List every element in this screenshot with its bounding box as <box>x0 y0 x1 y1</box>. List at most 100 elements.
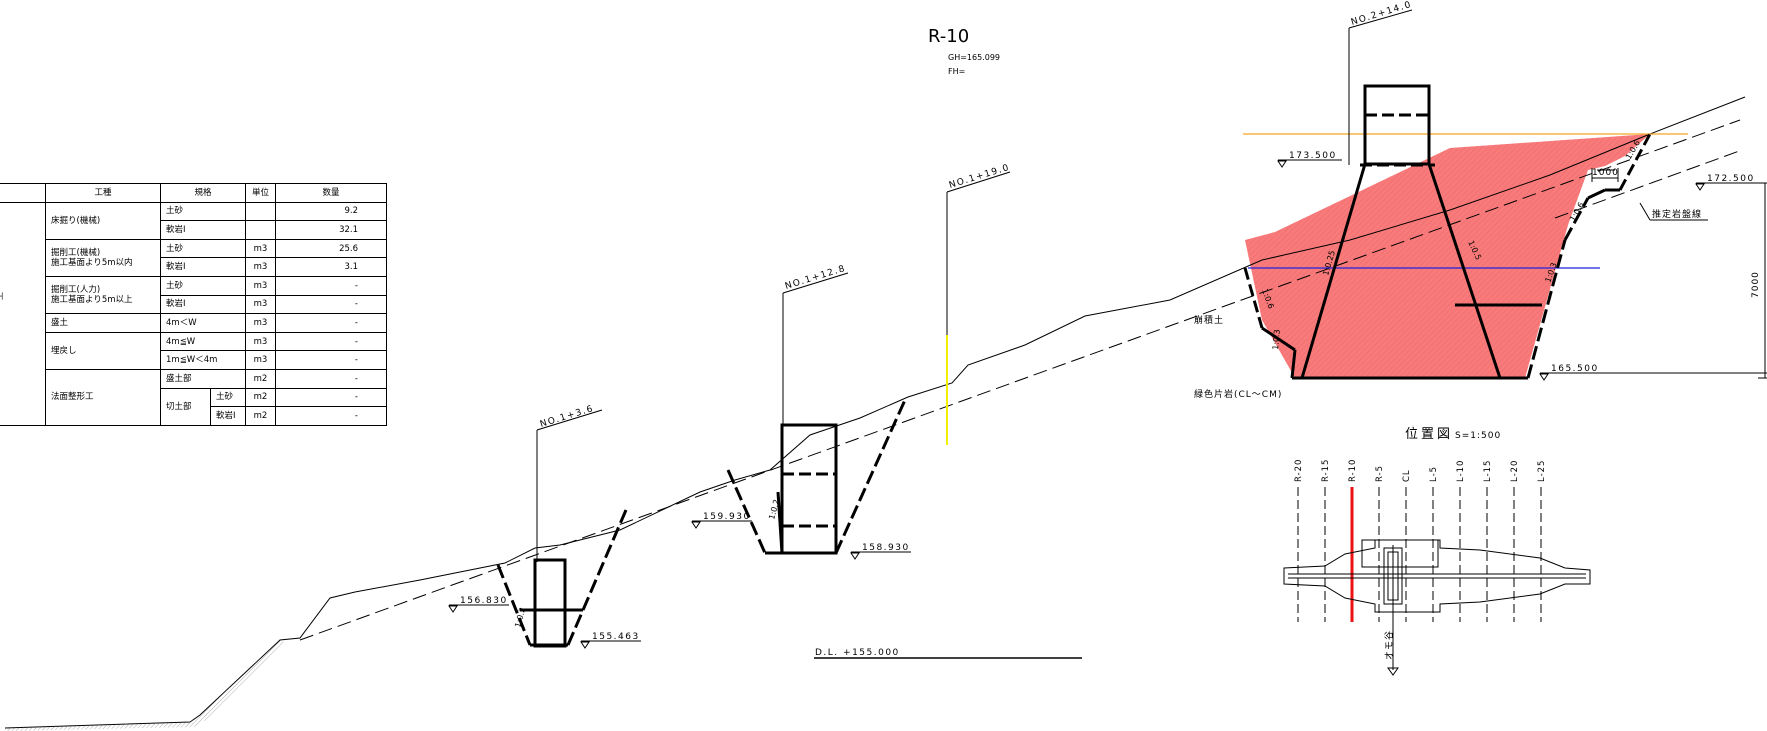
cell-spec: 土砂 <box>160 275 246 296</box>
cell-spec: 盛土部 <box>160 368 246 389</box>
colluvium-label: 崩積土 <box>1194 314 1224 326</box>
svg-text:173.500: 173.500 <box>1289 151 1337 161</box>
cell-qty: 3.1 <box>275 257 387 277</box>
svg-text:D.L. +155.000: D.L. +155.000 <box>815 648 900 658</box>
table-row: 軟岩I m3 3.1 <box>0 257 387 277</box>
finish-height: FH= <box>948 67 965 76</box>
cell-qty: - <box>275 387 387 408</box>
cell-qty: - <box>275 331 387 352</box>
table-row: 床掘り(機械) 土砂 9.2 <box>0 201 387 426</box>
map-line-label-r-5: R-5 <box>1375 465 1385 482</box>
table-row: 盛土 4m＜W m3 - <box>0 313 387 333</box>
cell-name: 掘削工(人力)施工基面より5m以上 <box>45 275 161 315</box>
cell-spec: 4m≦W <box>160 331 246 352</box>
map-line-label-l-10: L-10 <box>1456 460 1466 482</box>
cell-unit: m3 <box>245 313 276 333</box>
cell-qty: - <box>275 350 387 370</box>
elev-159-930: 159.930 <box>691 512 752 529</box>
ground-surface-line <box>4 96 1746 729</box>
ground-hatch <box>5 640 286 731</box>
dimension-7000: 7000 <box>1751 182 1767 379</box>
ground-height: GH=165.099 <box>948 53 1000 62</box>
cell-spec: 切土部 <box>160 387 211 426</box>
cell-spec: 土砂 <box>160 238 246 259</box>
location-map-scale: S=1:500 <box>1455 431 1501 441</box>
map-line-label-l-5: L-5 <box>1429 466 1439 482</box>
th-spec: 規格 <box>160 183 246 203</box>
cell-unit: m3 <box>245 275 276 296</box>
station-label-3: NO.1+19.0 <box>948 163 1011 191</box>
cell-unit: m3 <box>245 331 276 352</box>
axis-label: オモ谷 <box>1384 630 1395 660</box>
svg-text:155.463: 155.463 <box>592 632 640 642</box>
svg-text:7000: 7000 <box>1751 271 1761 298</box>
svg-text:172.500: 172.500 <box>1707 174 1755 184</box>
pier-2 <box>726 272 907 555</box>
cell-unit: m3 <box>245 257 276 277</box>
cell-spec: 1m≦W＜4m <box>160 350 246 370</box>
cell-qty: 32.1 <box>275 220 387 240</box>
cell-spec: 軟岩I <box>160 294 246 315</box>
cell-unit: m3 <box>245 350 276 370</box>
map-line-label-r-20: R-20 <box>1294 459 1304 482</box>
cell-unit: m2 <box>245 387 276 408</box>
svg-text:165.500: 165.500 <box>1551 364 1599 374</box>
cell-name: 法面整形工 <box>45 368 161 426</box>
table-side-cell <box>0 201 46 426</box>
table-header-row: 工種 規格 単位 数量 <box>0 183 387 203</box>
table-row: 掘削工(人力)施工基面より5m以上 土砂 m3 - <box>0 275 387 315</box>
elev-156-830: 156.830 <box>448 596 509 613</box>
th-unit: 単位 <box>245 183 276 203</box>
cell-sub: 軟岩I <box>210 406 246 426</box>
table-row: 掘削工(機械)施工基面より5m以内 土砂 m3 25.6 <box>0 238 387 277</box>
rock-line <box>299 119 1741 641</box>
pier-3 <box>1243 9 1652 380</box>
section-title: R-10 <box>928 26 969 47</box>
elev-158-930: 158.930 <box>850 543 911 560</box>
schist-label: 緑色片岩(CL～CM) <box>1194 388 1282 400</box>
cell-qty: - <box>275 406 387 426</box>
table-row: 軟岩I m2 - <box>0 406 387 426</box>
map-line-label-r-15: R-15 <box>1321 459 1331 482</box>
cell-name: 埋戻し <box>45 331 161 370</box>
cell-unit: m2 <box>245 368 276 389</box>
map-line-label-cl: CL <box>1402 469 1412 482</box>
cell-unit <box>245 220 276 240</box>
rock-line-label: 推定岩盤線 <box>1639 202 1708 221</box>
cell-qty: - <box>275 294 387 315</box>
cell-qty: 25.6 <box>275 238 387 259</box>
cell-unit: m3 <box>245 238 276 259</box>
cell-unit: m2 <box>245 406 276 426</box>
cell-sub: 土砂 <box>210 387 246 408</box>
elev-173-500: 173.500 <box>1277 151 1342 168</box>
dimension-1000: 1000 <box>1591 168 1619 182</box>
cell-unit <box>245 201 276 222</box>
elev-155-463: 155.463 <box>580 632 641 649</box>
cell-name: 掘削工(機械)施工基面より5m以内 <box>45 238 161 277</box>
cell-unit: m3 <box>245 294 276 315</box>
cell-qty: - <box>275 313 387 333</box>
svg-text:1000: 1000 <box>1592 168 1619 178</box>
cell-qty: - <box>275 368 387 389</box>
station-label-2: NO.1+12.8 <box>784 264 847 292</box>
elevation-marks: 155.463 156.830 158.930 159.930 165.500 … <box>448 151 1767 649</box>
table-corner <box>0 183 46 203</box>
station-label-1: NO.1+3.6 <box>539 404 595 430</box>
table-row: 埋戻し 4m≦W m3 - <box>0 331 387 370</box>
cell-spec: 軟岩I <box>160 257 246 277</box>
map-line-label-r-10: R-10 <box>1348 459 1358 482</box>
table-row: 1m≦W＜4m m3 - <box>0 350 387 370</box>
cell-name: 盛土 <box>45 313 161 333</box>
cell-spec: 土砂 <box>160 201 246 222</box>
station-3-leader <box>946 171 1011 335</box>
svg-text:156.830: 156.830 <box>460 596 508 606</box>
map-line-label-l-20: L-20 <box>1510 460 1520 482</box>
map-line-label-l-15: L-15 <box>1483 460 1493 482</box>
svg-text:推定岩盤線: 推定岩盤線 <box>1652 208 1702 220</box>
cell-spec: 4m＜W <box>160 313 246 333</box>
datum-line: D.L. +155.000 <box>814 648 1082 659</box>
elev-172-500: 172.500 <box>1695 174 1767 191</box>
rock-line-upper <box>1554 149 1743 219</box>
